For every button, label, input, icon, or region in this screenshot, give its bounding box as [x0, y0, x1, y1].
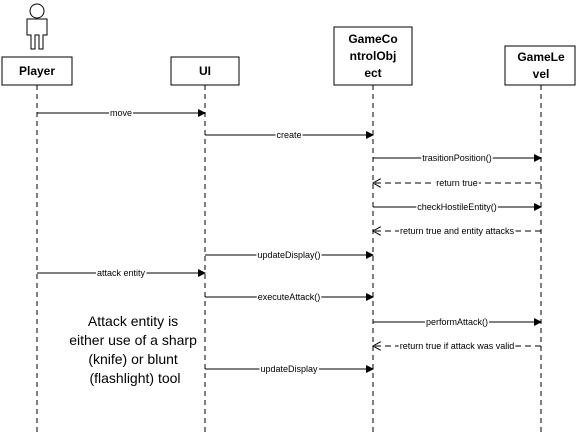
message-label: return true and entity attacks [400, 226, 515, 236]
message-label: performAttack() [426, 317, 488, 327]
message-1: move [37, 108, 206, 118]
gl-participant: GameLe vel [504, 45, 576, 86]
message-label: return true [436, 178, 478, 188]
note-line-2: either use of a sharp [69, 332, 197, 348]
gco-label-line: GameCo [348, 32, 397, 46]
message-label: checkHostileEntity() [417, 202, 497, 212]
message-label: return true if attack was valid [400, 341, 515, 351]
message-12: updateDisplay [205, 364, 374, 374]
message-label-bg [424, 317, 490, 327]
note-line-1: Attack entity is [88, 313, 178, 329]
message-label-bg [398, 341, 516, 351]
message-label: executeAttack() [258, 292, 321, 302]
gl-participant-box [504, 45, 576, 86]
message-label-bg [398, 226, 516, 236]
message-10: performAttack() [373, 317, 542, 327]
message-label: updateDisplay() [257, 250, 320, 260]
note-line: Attack entity is either use of a sharp (… [69, 313, 201, 386]
player-participant: Player [1, 56, 73, 86]
attack-note: Attack entity is either use of a sharp (… [69, 313, 201, 386]
gco-label-line: ntrolObj [350, 49, 397, 63]
message-label-bg [421, 153, 493, 163]
player-actor-icon [26, 3, 48, 50]
message-3: trasitionPosition() [373, 153, 542, 163]
note-line-3: (knife) or blunt [88, 351, 178, 367]
message-label-bg [259, 364, 320, 374]
player-participant-box [1, 56, 73, 86]
message-2: create [205, 130, 374, 140]
message-label-bg [256, 292, 322, 302]
message-label-bg [435, 178, 479, 188]
ui-participant: UI [170, 56, 240, 86]
message-label-bg [275, 130, 303, 140]
message-label: move [110, 108, 132, 118]
ui-participant-box [170, 56, 240, 86]
message-5: checkHostileEntity() [373, 202, 542, 212]
message-7: updateDisplay() [205, 250, 374, 260]
gco-participant: GameCo ntrolObj ect [333, 26, 413, 86]
message-label: create [276, 130, 301, 140]
message-11: return true if attack was valid [373, 341, 541, 351]
message-9: executeAttack() [205, 292, 374, 302]
note-line-4: (flashlight) tool [89, 370, 180, 386]
ui-label-line: UI [199, 64, 211, 78]
message-label: trasitionPosition() [422, 153, 492, 163]
message-label-bg [108, 108, 134, 118]
player-label-line: Player [19, 64, 55, 78]
message-4: return true [373, 178, 541, 188]
message-label-bg [95, 268, 147, 278]
gl-label-line: vel [533, 67, 550, 81]
message-6: return true and entity attacks [373, 226, 541, 236]
message-label: attack entity [97, 268, 146, 278]
gl-label-line: GameLe [517, 50, 565, 64]
gco-participant-box [333, 26, 413, 86]
message-label-bg [256, 250, 322, 260]
message-label-bg [416, 202, 498, 212]
gco-label-line: ect [364, 66, 381, 80]
message-8: attack entity [37, 268, 206, 278]
message-label: updateDisplay [260, 364, 318, 374]
